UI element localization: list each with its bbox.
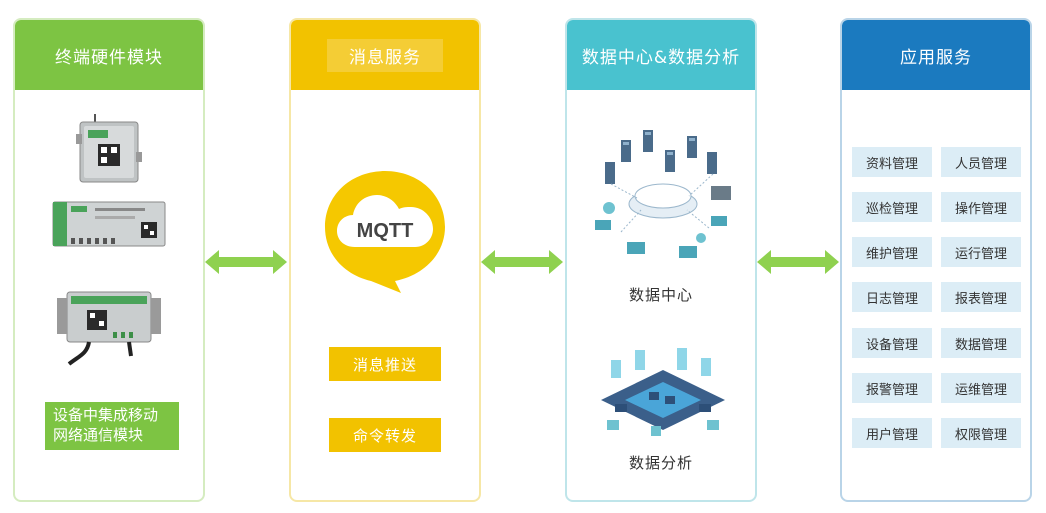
- mqtt-cloud-icon: MQTT: [321, 165, 449, 295]
- command-forward-button: 命令转发: [329, 418, 441, 452]
- service-tile: 运行管理: [941, 237, 1021, 267]
- messaging-panel-header: 消息服务: [291, 20, 479, 90]
- service-tile: 权限管理: [941, 418, 1021, 448]
- message-push-button: 消息推送: [329, 347, 441, 381]
- gateway-device-image: [15, 112, 203, 190]
- service-tile: 运维管理: [941, 373, 1021, 403]
- service-tile: 报警管理: [852, 373, 932, 403]
- data-center-illustration: [591, 122, 735, 276]
- apps-panel: 应用服务 资料管理 人员管理 巡检管理 操作管理 维护管理 运行管理 日志管理 …: [840, 18, 1032, 502]
- cellular-router-image: [15, 282, 203, 372]
- data-center-label: 数据中心: [628, 286, 693, 304]
- hardware-panel-title: 终端硬件模块: [55, 47, 163, 68]
- data-panel-header: 数据中心&数据分析: [567, 20, 755, 90]
- messaging-panel-title: 消息服务: [327, 38, 443, 72]
- service-tile: 维护管理: [852, 237, 932, 267]
- apps-panel-title: 应用服务: [900, 47, 972, 68]
- messaging-panel: 消息服务 MQTT 消息推送 命令转发: [289, 18, 481, 502]
- data-panel-title: 数据中心&数据分析: [581, 47, 741, 68]
- double-arrow-icon: [757, 250, 839, 274]
- service-tile: 资料管理: [852, 147, 932, 177]
- double-arrow-icon: [205, 250, 287, 274]
- service-tile: 数据管理: [941, 328, 1021, 358]
- double-arrow-icon: [481, 250, 563, 274]
- rail-module-image: [15, 196, 203, 252]
- apps-panel-header: 应用服务: [842, 20, 1030, 90]
- service-tile: 用户管理: [852, 418, 932, 448]
- data-panel: 数据中心&数据分析 数据中心: [565, 18, 757, 502]
- service-tile: 报表管理: [941, 282, 1021, 312]
- mobile-network-module-note: 设备中集成移动网络通信模块: [45, 402, 179, 450]
- service-tile: 设备管理: [852, 328, 932, 358]
- mqtt-logo-text: MQTT: [357, 220, 414, 242]
- service-tile: 人员管理: [941, 147, 1021, 177]
- service-tile: 日志管理: [852, 282, 932, 312]
- service-tile: 巡检管理: [852, 192, 932, 222]
- hardware-panel-header: 终端硬件模块: [15, 20, 203, 90]
- hardware-panel: 终端硬件模块: [13, 18, 205, 502]
- data-analysis-illustration: [591, 340, 735, 444]
- service-tile: 操作管理: [941, 192, 1021, 222]
- data-analysis-label: 数据分析: [628, 454, 693, 472]
